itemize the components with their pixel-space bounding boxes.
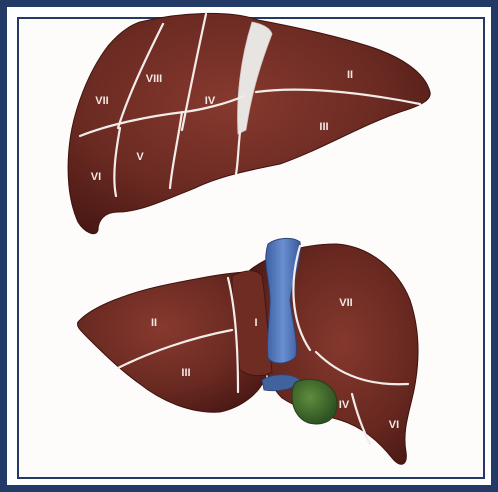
bottom-label-iii: III: [181, 367, 190, 379]
bottom-label-vii: VII: [339, 297, 352, 309]
bottom-label-i: I: [254, 317, 257, 329]
top-label-ii: II: [347, 69, 353, 81]
top-label-v: V: [136, 151, 144, 163]
bottom-label-vi: VI: [389, 419, 399, 431]
top-label-vii: VII: [95, 95, 108, 107]
liver-top-view: VIII VII IV II III V VI: [68, 13, 430, 233]
liver-bottom-view: II III I VII IV VI: [77, 238, 418, 464]
top-label-viii: VIII: [146, 73, 163, 85]
bottom-label-iv: IV: [339, 399, 350, 411]
bottom-label-ii: II: [151, 317, 157, 329]
top-label-vi: VI: [91, 171, 101, 183]
top-label-iii: III: [319, 121, 328, 133]
top-label-iv: IV: [205, 95, 216, 107]
